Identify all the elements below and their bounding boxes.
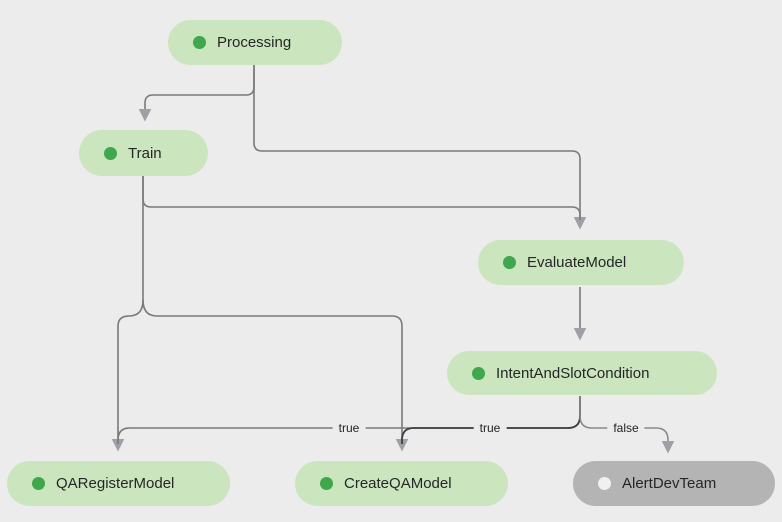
edge-label-false-alertdevteam: false bbox=[607, 420, 645, 436]
status-dot-icon bbox=[32, 477, 45, 490]
edge-processing-train bbox=[138, 64, 255, 122]
status-dot-icon bbox=[104, 146, 117, 160]
node-label: CreateQAModel bbox=[344, 475, 452, 492]
edge-label-true-qaregistermodel: true bbox=[332, 420, 366, 436]
status-dot-icon bbox=[193, 36, 206, 49]
node-evaluate-model[interactable]: EvaluateModel bbox=[478, 240, 684, 285]
node-label: EvaluateModel bbox=[527, 254, 627, 271]
node-label: Train bbox=[128, 144, 162, 162]
edge-processing-evaluatemodel bbox=[253, 64, 587, 230]
node-label: Processing bbox=[217, 34, 292, 51]
node-label: IntentAndSlotCondition bbox=[496, 364, 650, 382]
node-train[interactable]: Train bbox=[79, 130, 208, 176]
status-dot-icon bbox=[320, 477, 333, 490]
node-processing[interactable]: Processing bbox=[168, 20, 342, 65]
status-dot-icon bbox=[503, 256, 516, 269]
status-dot-icon bbox=[598, 477, 611, 490]
edge-label-true-createqamodel: true bbox=[473, 420, 507, 436]
node-label: AlertDevTeam bbox=[622, 475, 717, 492]
node-qa-register-model[interactable]: QARegisterModel bbox=[7, 461, 230, 506]
node-intent-and-slot-condition[interactable]: IntentAndSlotCondition bbox=[447, 351, 717, 395]
node-create-qa-model[interactable]: CreateQAModel bbox=[295, 461, 508, 506]
edge-train-evaluatemodel bbox=[142, 176, 581, 220]
node-label: QARegisterModel bbox=[56, 475, 175, 492]
edge-train-qaregistermodel bbox=[111, 299, 144, 452]
status-dot-icon bbox=[472, 366, 485, 380]
node-alert-dev-team[interactable]: AlertDevTeam bbox=[573, 461, 775, 506]
